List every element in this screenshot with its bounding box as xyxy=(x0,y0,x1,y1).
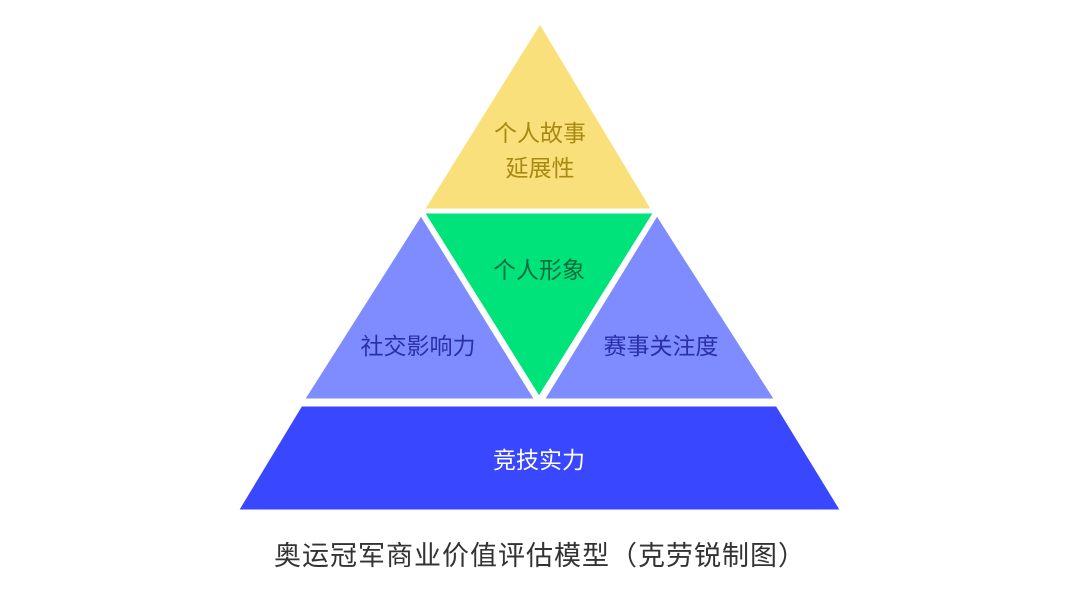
pyramid-base-segment xyxy=(234,403,845,513)
top-label-line2: 延展性 xyxy=(506,156,575,182)
top-label-line1: 个人故事 xyxy=(494,121,586,147)
pyramid-left-segment xyxy=(300,211,539,402)
diagram-caption: 奥运冠军商业价值评估模型（克劳锐制图） xyxy=(274,541,806,572)
pyramid-right-segment xyxy=(540,211,779,402)
pyramid-top-segment xyxy=(420,19,656,212)
right-label: 赛事关注度 xyxy=(604,334,719,360)
center-label: 个人形象 xyxy=(493,258,585,284)
left-label: 社交影响力 xyxy=(361,334,476,360)
base-label: 竞技实力 xyxy=(493,448,585,474)
pyramid-center-segment xyxy=(420,210,658,401)
